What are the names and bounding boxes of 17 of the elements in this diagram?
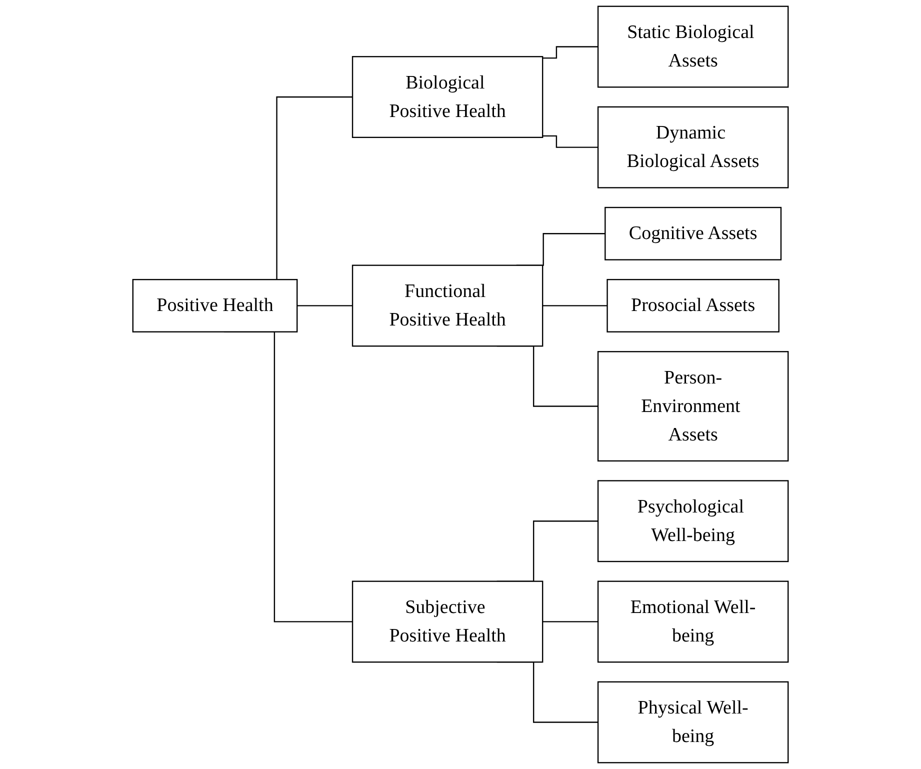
node-box: Emotional Well-being: [597, 580, 789, 663]
node-box: Cognitive Assets: [604, 206, 782, 260]
node-box: Dynamic Biological Assets: [597, 106, 789, 188]
connector: [297, 305, 353, 306]
node-box: Functional Positive Health: [352, 264, 544, 347]
node-box: Subjective Positive Health: [352, 580, 544, 663]
node-box: Biological Positive Health: [352, 56, 544, 138]
node-box: Physical Well-being: [597, 681, 789, 764]
connector: [542, 621, 598, 622]
connector: [542, 135, 598, 148]
connector: [542, 305, 608, 306]
node-box: Prosocial Assets: [606, 278, 780, 332]
node-box: Static Biological Assets: [597, 6, 789, 88]
node-box: Person-Environment Assets: [597, 351, 789, 462]
node-box: Psychological Well-being: [597, 480, 789, 562]
connector: [542, 46, 598, 59]
node-box: Positive Health: [132, 278, 298, 332]
